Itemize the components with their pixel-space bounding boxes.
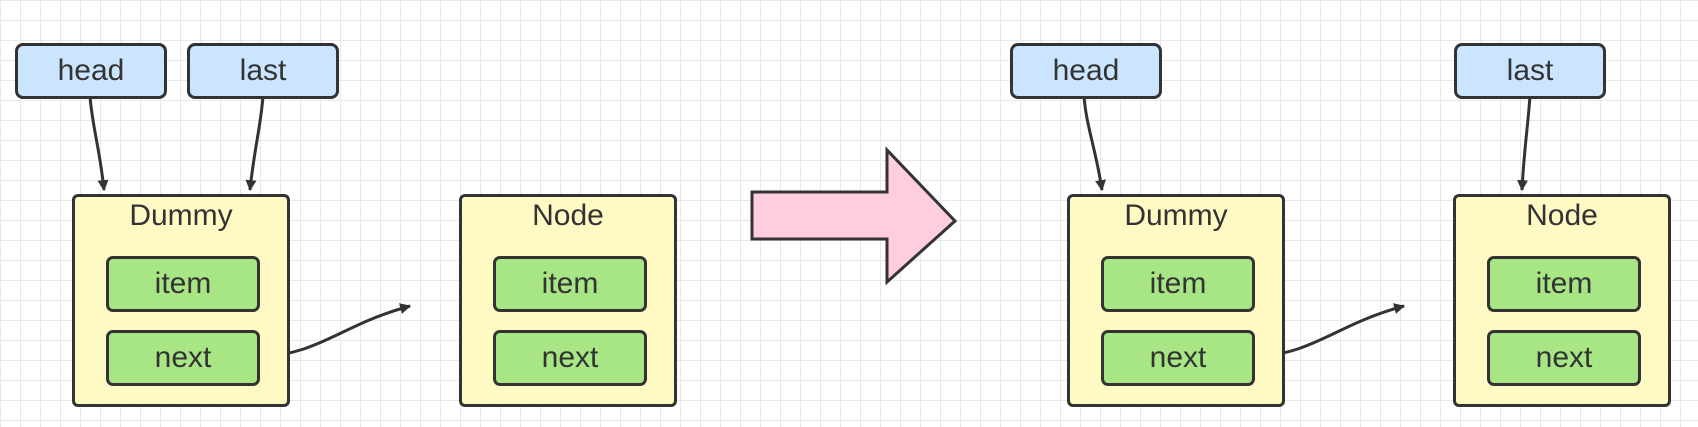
dummy-next-field: next — [106, 330, 260, 386]
dummy-title: Dummy — [1124, 199, 1228, 232]
arrow-head-to-dummy-after — [1082, 95, 1106, 192]
node-next-field: next — [1487, 330, 1641, 386]
head-pointer-after: head — [1010, 43, 1162, 99]
dummy-item-field: item — [1101, 256, 1255, 312]
dummy-next-field: next — [1101, 330, 1255, 386]
node-next-field: next — [493, 330, 647, 386]
node-before: Node item next — [459, 194, 677, 407]
arrow-last-to-dummy-before — [245, 95, 265, 192]
dummy-node-before: Dummy item next — [72, 194, 290, 407]
dummy-node-after: Dummy item next — [1067, 194, 1285, 407]
arrow-last-to-node-after — [1517, 95, 1532, 192]
dummy-item-field: item — [106, 256, 260, 312]
node-item-field: item — [493, 256, 647, 312]
last-pointer-after: last — [1454, 43, 1606, 99]
node-after: Node item next — [1453, 194, 1671, 407]
last-pointer-before: last — [187, 43, 339, 99]
head-pointer-before: head — [15, 43, 167, 99]
node-item-field: item — [1487, 256, 1641, 312]
dummy-title: Dummy — [129, 199, 233, 232]
arrow-head-to-dummy-before — [88, 95, 109, 192]
node-title: Node — [532, 199, 604, 232]
transition-arrow — [750, 146, 958, 286]
node-title: Node — [1526, 199, 1598, 232]
